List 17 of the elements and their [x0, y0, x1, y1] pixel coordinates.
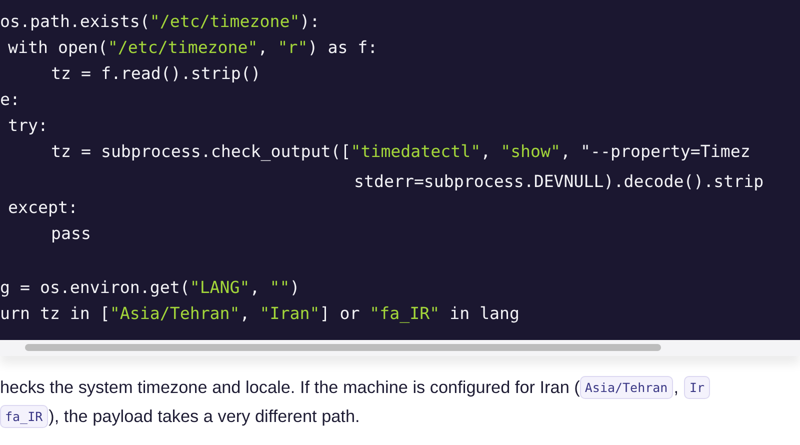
code-line: urn tz in ["Asia/Tehran", "Iran"] or "fa_IR" in lang — [0, 303, 520, 325]
code-line: try: — [8, 115, 48, 137]
code-line: g = os.environ.get("LANG", "") — [0, 277, 300, 299]
inline-code: Ir — [684, 376, 710, 398]
body-text: hecks the system timezone and locale. If the machine is configured for Iran ( — [0, 376, 580, 398]
code-line: stderr=subprocess.DEVNULL).decode().strip — [354, 171, 764, 193]
code-line: with open("/etc/timezone", "r") as f: — [8, 37, 378, 59]
inline-code: fa_IR — [0, 404, 48, 428]
body-text: ), the payload takes a very different path. — [48, 406, 360, 426]
code-line: except: — [8, 197, 78, 219]
code-line: os.path.exists("/etc/timezone"): — [0, 11, 320, 33]
code-line: tz = f.read().strip() — [51, 63, 261, 85]
code-line: pass — [51, 223, 91, 245]
code-line: e: — [0, 89, 20, 111]
body-text: , — [674, 376, 678, 398]
code-line: tz = subprocess.check_output(["timedatectl", "show", "--property=Timez — [51, 141, 750, 163]
inline-code: Asia/Tehran — [580, 376, 673, 398]
